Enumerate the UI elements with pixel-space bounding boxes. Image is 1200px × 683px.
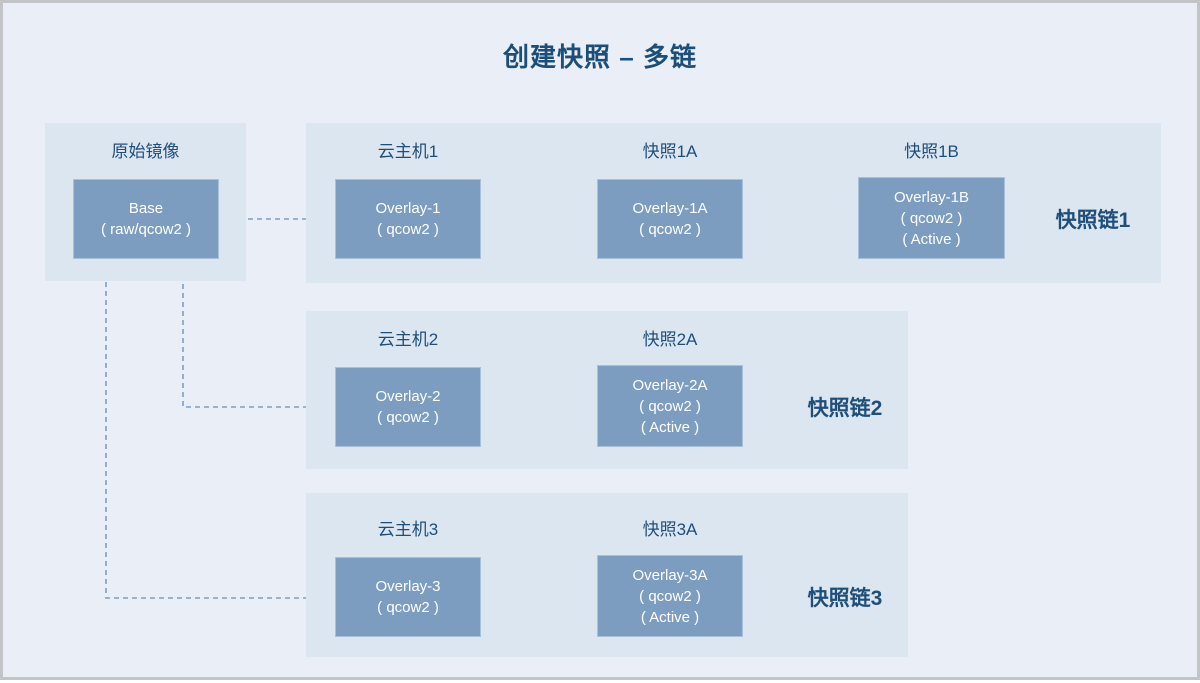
box-line1: Overlay-2A: [632, 376, 708, 394]
box-line1: Overlay-2: [375, 388, 441, 405]
source-panel: 原始镜像 Base ( raw/qcow2 ): [45, 123, 246, 281]
chain3-panel: 云主机3 Overlay-3 ( qcow2 ) 快照3A Overlay-3A…: [306, 493, 908, 657]
box-line1: Overlay-1: [375, 200, 441, 217]
box-line1: Overlay-1B: [893, 188, 970, 206]
chain3-node2-title: 快照3A: [642, 520, 698, 539]
box-line2: ( qcow2 ): [639, 221, 701, 238]
box-line1: Overlay-3A: [632, 566, 708, 584]
chain3-label: 快照链3: [807, 587, 883, 610]
box-line3: ( Active ): [640, 608, 700, 626]
arrow-overlay3-to-base-line: [105, 270, 335, 599]
page-title: 创建快照 – 多链: [503, 42, 697, 72]
chain1-node2-title: 快照1A: [642, 142, 698, 161]
box-line1: Overlay-1A: [632, 200, 708, 217]
chain2-label: 快照链2: [807, 397, 883, 420]
box-line2: ( qcow2 ): [377, 221, 439, 238]
box-line2: ( qcow2 ): [377, 409, 439, 426]
chain1-overlay1b-box: Overlay-1B ( qcow2 ) ( Active ): [858, 177, 1005, 259]
chain2-overlay2-box: Overlay-2 ( qcow2 ): [335, 367, 481, 447]
chain3-overlay3-box: Overlay-3 ( qcow2 ): [335, 557, 481, 637]
box-line2: ( qcow2 ): [377, 599, 439, 616]
box-line2: ( qcow2 ): [639, 397, 701, 415]
chain3-node1-title: 云主机3: [377, 520, 439, 539]
source-panel-title: 原始镜像: [111, 142, 180, 161]
chain3-overlay3a-box: Overlay-3A ( qcow2 ) ( Active ): [597, 555, 743, 637]
box-line3: ( Active ): [902, 230, 961, 248]
base-box: Base ( raw/qcow2 ): [73, 179, 219, 259]
box-line2: ( qcow2 ): [639, 587, 701, 605]
chain2-node2-title: 快照2A: [642, 330, 698, 349]
chain1-node3-title: 快照1B: [904, 142, 959, 161]
box-line2: ( qcow2 ): [900, 209, 963, 227]
chain1-node1-title: 云主机1: [377, 142, 439, 161]
chain2-overlay2a-box: Overlay-2A ( qcow2 ) ( Active ): [597, 365, 743, 447]
chain2-node1-title: 云主机2: [377, 330, 439, 349]
chain1-label: 快照链1: [1055, 209, 1131, 232]
chain1-overlay1-box: Overlay-1 ( qcow2 ): [335, 179, 481, 259]
base-box-line1: Base: [128, 200, 164, 217]
base-box-line2: ( raw/qcow2 ): [100, 221, 192, 238]
box-line3: ( Active ): [640, 418, 700, 436]
chain1-panel: 云主机1 Overlay-1 ( qcow2 ) 快照1A Overlay-1A…: [306, 123, 1161, 283]
box-line1: Overlay-3: [375, 578, 441, 595]
chain2-panel: 云主机2 Overlay-2 ( qcow2 ) 快照2A Overlay-2A…: [306, 311, 908, 469]
chain1-overlay1a-box: Overlay-1A ( qcow2 ): [597, 179, 743, 259]
